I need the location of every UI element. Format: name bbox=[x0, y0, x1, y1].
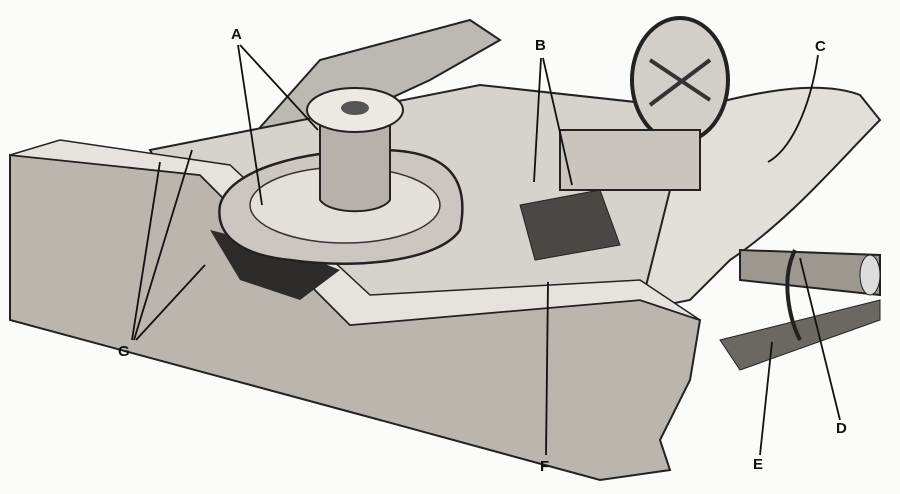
leaf-spring bbox=[719, 299, 881, 371]
capstan-drum bbox=[319, 119, 391, 213]
u-bolt bbox=[785, 249, 802, 341]
shaft-end bbox=[859, 254, 881, 296]
label-e: E bbox=[753, 456, 764, 473]
capstan-hub bbox=[341, 101, 369, 115]
label-f: F bbox=[540, 458, 550, 475]
label-c: C bbox=[815, 38, 826, 55]
nameplate bbox=[519, 189, 621, 261]
pulley-spokes bbox=[648, 58, 712, 107]
leader-lines bbox=[131, 44, 841, 456]
label-d: D bbox=[836, 420, 847, 437]
label-g: G bbox=[118, 343, 130, 360]
drive-shaft bbox=[739, 248, 881, 297]
drive-mechanism bbox=[559, 129, 701, 191]
label-a: A bbox=[231, 26, 242, 43]
label-b: B bbox=[535, 37, 546, 54]
